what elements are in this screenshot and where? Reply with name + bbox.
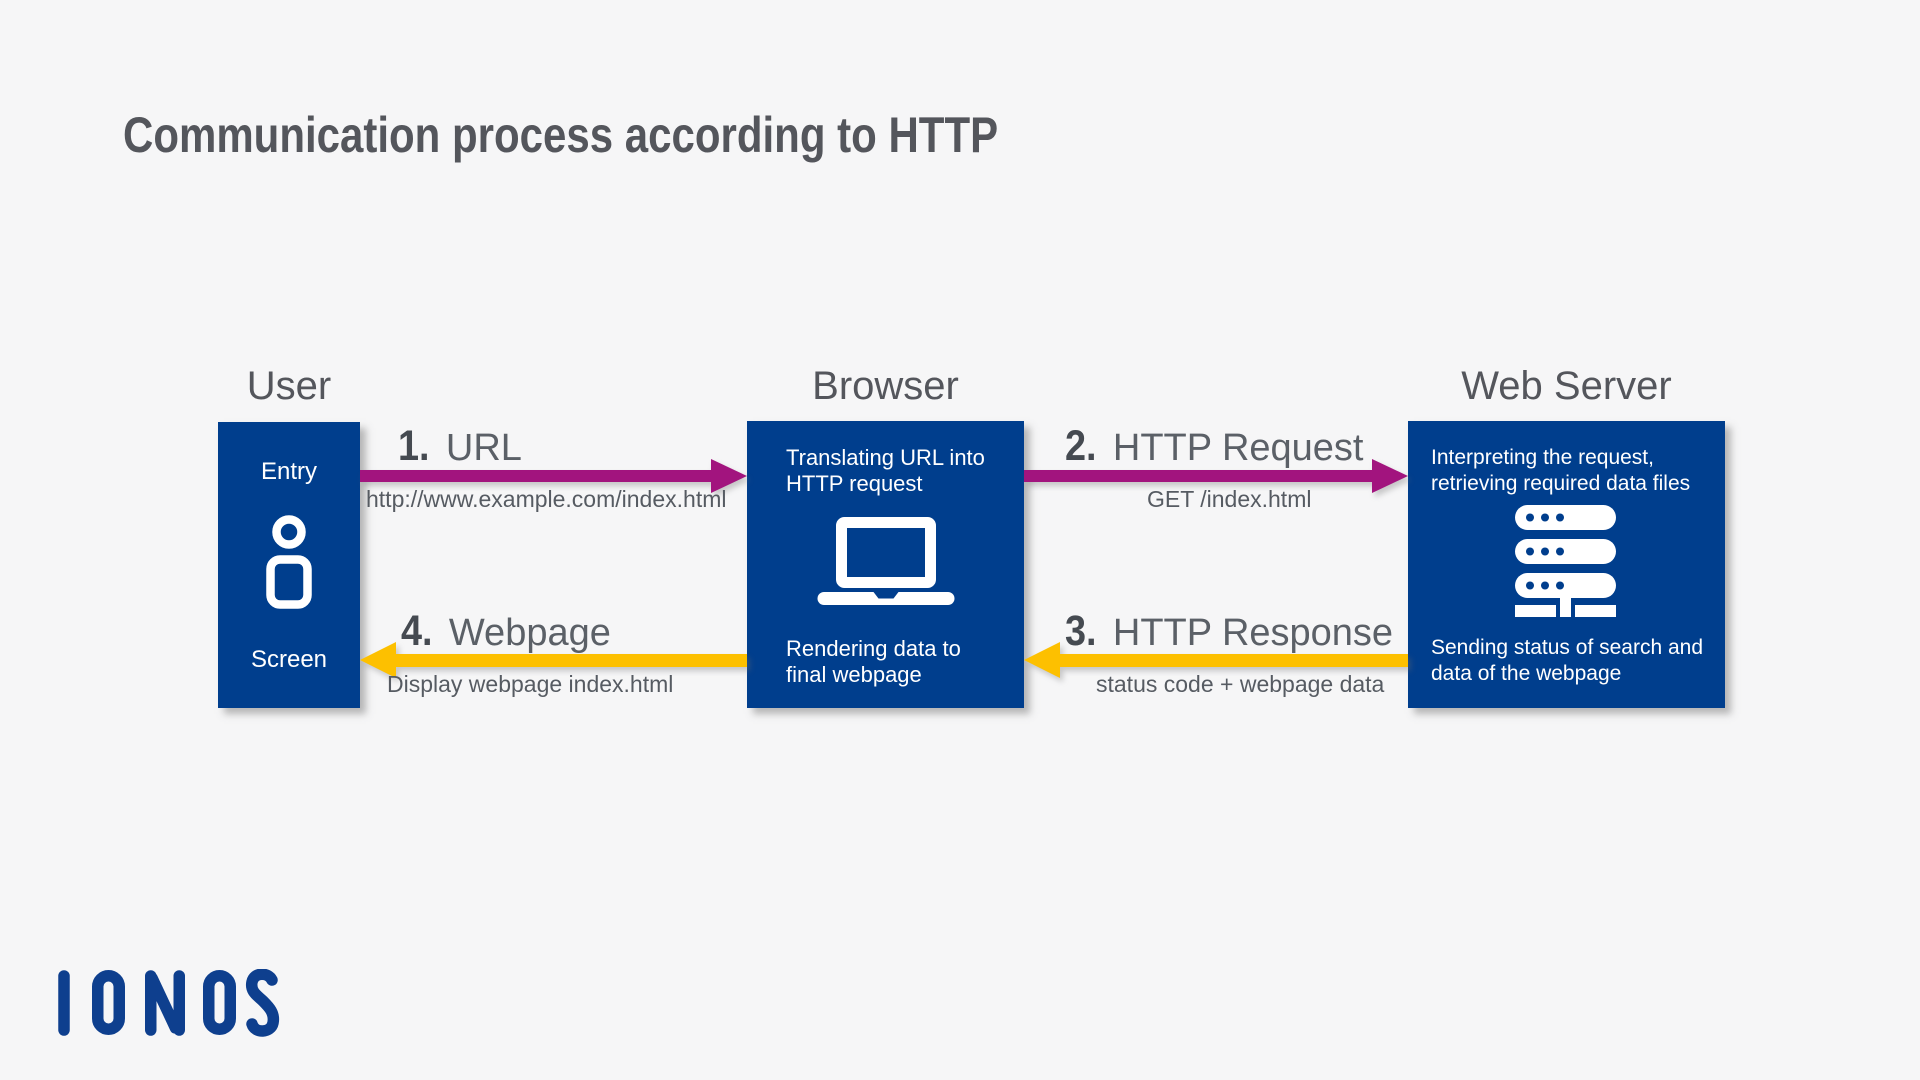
person-icon: [266, 515, 312, 609]
heading-user: User: [246, 364, 332, 408]
arrow-http-response-shaft: [1058, 654, 1408, 667]
arrow-http-request: [1024, 459, 1408, 493]
user-entry-label: Entry: [260, 458, 317, 485]
step-label: URL: [445, 427, 522, 469]
web-server-box: Interpreting the request, retrieving req…: [1408, 421, 1725, 708]
arrow-webpage-shaft: [394, 654, 747, 667]
arrow-webpage: [360, 642, 747, 678]
arrow-right-icon: [1372, 459, 1408, 493]
heading-server: Web Server: [1461, 364, 1672, 408]
step-number: 1.: [398, 422, 430, 470]
heading-browser: Browser: [812, 364, 959, 408]
arrow-http-request-sublabel: GET /index.html: [1147, 486, 1312, 512]
step-label: HTTP Request: [1112, 427, 1364, 469]
page-title: Communication process according to HTTP: [123, 107, 999, 163]
server-bottom-text: Sending status of search and data of the…: [1431, 636, 1704, 685]
arrow-http-response: [1024, 642, 1408, 678]
arrow-url-shaft: [360, 470, 714, 482]
step-number: 4.: [401, 607, 433, 655]
browser-bottom-text: Rendering data to final webpage: [786, 636, 961, 687]
arrow-http-request-label: 2. HTTP Request: [1065, 425, 1364, 468]
arrow-http-request-shaft: [1024, 470, 1373, 482]
arrow-left-icon: [360, 642, 396, 678]
server-top-text: Interpreting the request, retrieving req…: [1431, 446, 1691, 495]
arrow-right-icon: [711, 459, 747, 493]
user-screen-label: Screen: [250, 646, 328, 673]
arrow-left-icon: [1024, 642, 1060, 678]
step-number: 3.: [1065, 607, 1097, 655]
browser-top-text: Translating URL into HTTP request: [786, 445, 985, 496]
laptop-icon: [817, 517, 954, 605]
arrow-url-sublabel: http://www.example.com/index.html: [366, 486, 727, 512]
step-label: Webpage: [448, 612, 611, 654]
step-label: HTTP Response: [1112, 612, 1394, 654]
user-box: Entry Screen: [218, 422, 360, 708]
arrow-http-response-label: 3. HTTP Response: [1065, 610, 1393, 653]
arrow-http-response-sublabel: status code + webpage data: [1096, 671, 1385, 697]
ionos-logo: [58, 969, 280, 1037]
arrow-webpage-label: 4. Webpage: [401, 610, 611, 653]
arrow-url: [360, 459, 747, 493]
browser-box: Translating URL into HTTP request Render…: [747, 421, 1024, 708]
arrow-url-label: 1. URL: [398, 425, 522, 468]
arrow-webpage-sublabel: Display webpage index.html: [387, 671, 674, 697]
step-number: 2.: [1065, 422, 1097, 470]
server-icon: [1514, 505, 1616, 617]
